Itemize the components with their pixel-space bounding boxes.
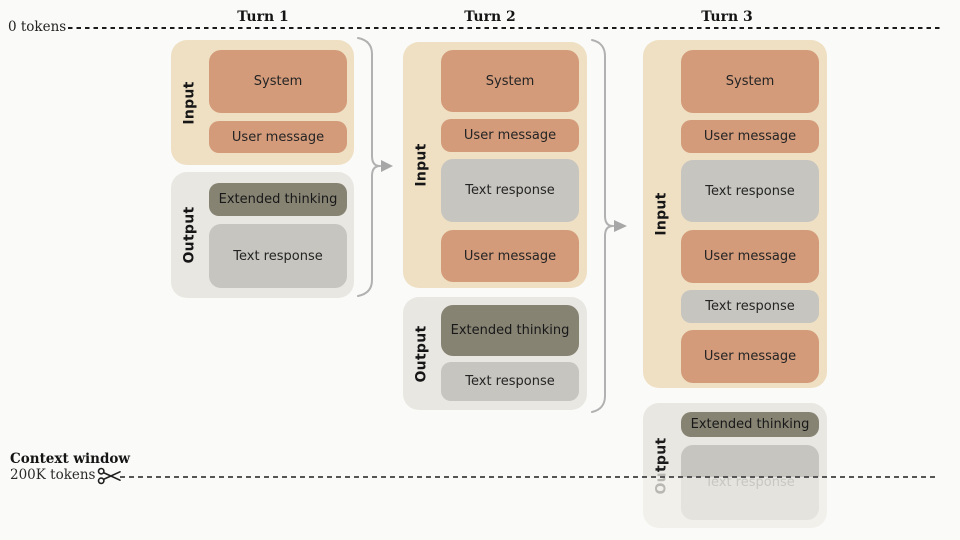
block-user-message: User message — [441, 230, 579, 282]
block-user-message: User message — [681, 230, 819, 283]
output-label: Output — [654, 436, 671, 495]
scissors-icon — [97, 467, 121, 485]
turn-2-input-group: Input System User message Text response … — [403, 42, 587, 288]
turn-2-output-group: Output Extended thinking Text response — [403, 297, 587, 410]
context-limit-dashed-line — [120, 476, 938, 478]
turn-1-title: Turn 1 — [237, 9, 289, 25]
turn-2-title: Turn 2 — [464, 9, 516, 25]
turn-3-output-group: Output Extended thinking Text response — [643, 403, 827, 528]
input-label: Input — [654, 192, 671, 236]
input-label: Input — [414, 143, 431, 187]
block-text-response: Text response — [209, 224, 347, 288]
input-label: Input — [182, 80, 199, 125]
turn-2-output-gutter: Output — [403, 297, 441, 410]
block-system: System — [681, 50, 819, 113]
block-user-message: User message — [681, 330, 819, 383]
context-window-title: Context window — [10, 451, 131, 467]
turn-1-output-group: Output Extended thinking Text response — [171, 172, 354, 298]
turn-3-input-gutter: Input — [643, 40, 681, 388]
turn-1-to-2-arrow — [357, 37, 393, 297]
block-user-message: User message — [441, 119, 579, 152]
block-text-response: Text response — [441, 362, 579, 401]
block-text-response: Text response — [681, 290, 819, 323]
turn-3-output-gutter: Output — [643, 403, 681, 528]
turn-1-output-gutter: Output — [171, 172, 209, 298]
arrowhead-icon — [614, 220, 627, 232]
block-system: System — [441, 50, 579, 112]
block-text-response: Text response — [441, 159, 579, 222]
turn-1-input-group: Input System User message — [171, 40, 354, 165]
block-user-message: User message — [681, 120, 819, 153]
output-label: Output — [414, 324, 431, 383]
context-window-subtitle: 200K tokens — [10, 467, 96, 483]
turn-3-input-group: Input System User message Text response … — [643, 40, 827, 388]
turn-2-to-3-arrow — [591, 39, 627, 413]
output-label: Output — [182, 206, 199, 264]
block-text-response-truncated: Text response — [681, 445, 819, 520]
block-extended-thinking: Extended thinking — [209, 183, 347, 216]
block-text-response: Text response — [681, 160, 819, 222]
arrowhead-icon — [381, 160, 393, 172]
turn-3-title: Turn 3 — [701, 9, 753, 25]
block-extended-thinking: Extended thinking — [681, 412, 819, 437]
zero-tokens-dashed-line — [68, 27, 940, 29]
zero-tokens-label: 0 tokens — [8, 19, 67, 35]
block-extended-thinking: Extended thinking — [441, 305, 579, 356]
turn-1-input-gutter: Input — [171, 40, 209, 165]
block-system: System — [209, 50, 347, 113]
block-user-message: User message — [209, 121, 347, 153]
turn-2-input-gutter: Input — [403, 42, 441, 288]
